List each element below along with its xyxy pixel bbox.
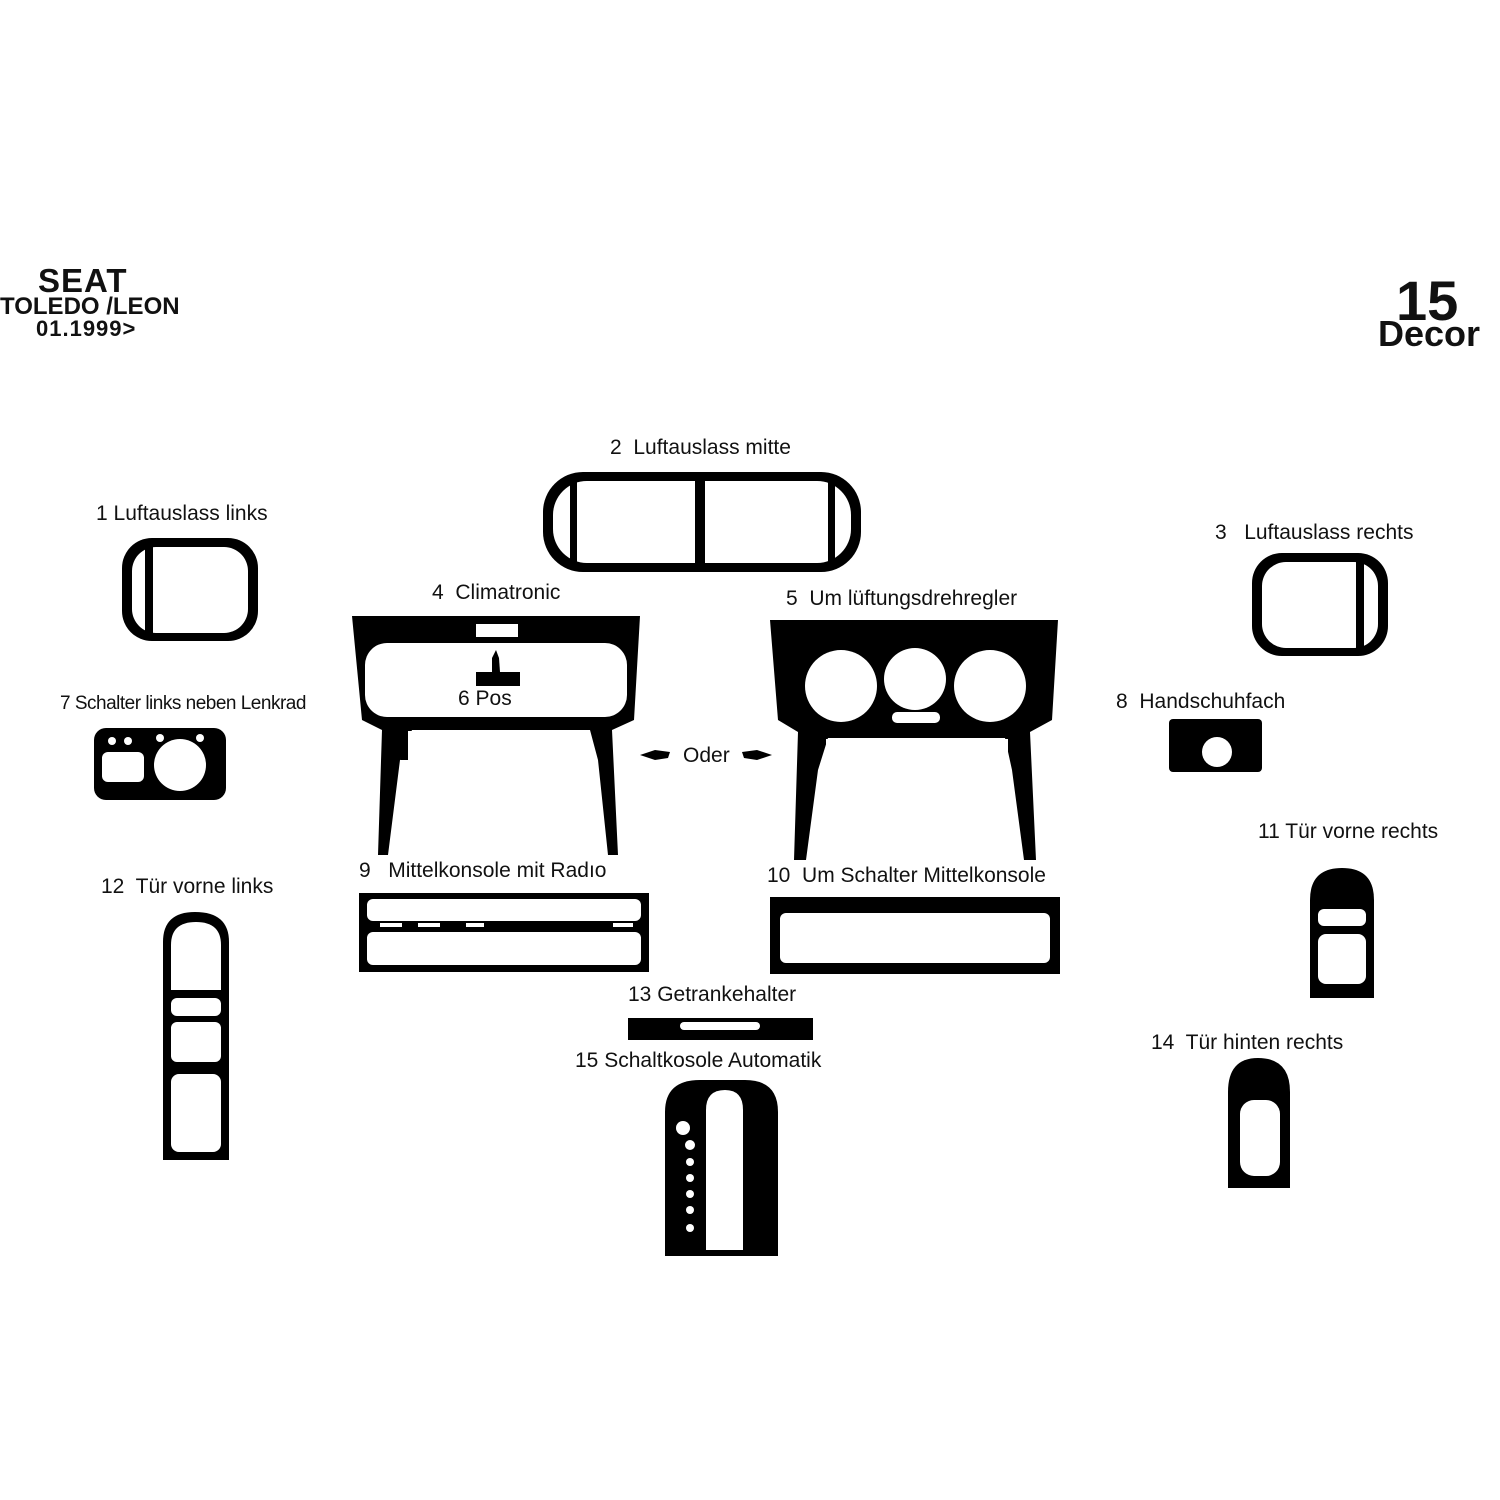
model-date: 01.1999> — [36, 316, 137, 341]
part-10-shape — [770, 897, 1060, 974]
part-9-shape — [359, 893, 649, 972]
part-13-shape — [628, 1018, 813, 1040]
oder-arrow-left — [640, 750, 670, 760]
part-13-label: 13 Getrankehalter — [628, 983, 797, 1006]
part-8-shape — [1169, 719, 1262, 772]
oder-arrow-right — [742, 750, 772, 760]
part-8-label: 8 Handschuhfach — [1116, 690, 1286, 713]
part-6-label: 6 Pos — [458, 687, 512, 710]
part-5-label: 5 Um lüftungsdrehregler — [786, 587, 1018, 610]
part-4-shape — [352, 616, 640, 855]
part-11-label: 11 Tür vorne rechts — [1258, 820, 1439, 843]
part-15-shape — [665, 1080, 778, 1256]
part-11-shape — [1310, 868, 1374, 998]
part-14-label: 14 Tür hinten rechts — [1151, 1031, 1344, 1054]
part-2-label: 2 Luftauslass mitte — [610, 436, 791, 459]
part-3-label: 3 Luftauslass rechts — [1215, 521, 1414, 544]
part-15-label: 15 Schaltkosole Automatik — [575, 1049, 822, 1072]
part-4-label: 4 Climatronic — [432, 581, 561, 604]
part-6-shape — [476, 650, 520, 686]
brand-title: SEAT — [38, 262, 128, 299]
part-9-label: 9 Mittelkonsole mit Radıo — [359, 859, 607, 882]
part-10-label: 10 Um Schalter Mittelkonsole — [767, 864, 1046, 887]
part-7-label: 7 Schalter links neben Lenkrad — [60, 693, 306, 714]
part-7-shape — [94, 728, 226, 800]
part-3-shape — [1252, 553, 1388, 656]
part-12-shape — [163, 912, 229, 1160]
part-14-shape — [1228, 1058, 1290, 1188]
part-5-shape — [770, 620, 1058, 860]
decor-label: Decor — [1378, 313, 1481, 354]
part-2-shape — [543, 472, 861, 572]
piece-count: 15 — [1396, 269, 1459, 332]
part-1-label: 1 Luftauslass links — [96, 502, 268, 525]
connector-label: Oder — [683, 744, 730, 767]
part-12-label: 12 Tür vorne links — [101, 875, 274, 898]
part-1-shape — [122, 538, 258, 641]
model-title: TOLEDO /LEON — [0, 293, 180, 320]
